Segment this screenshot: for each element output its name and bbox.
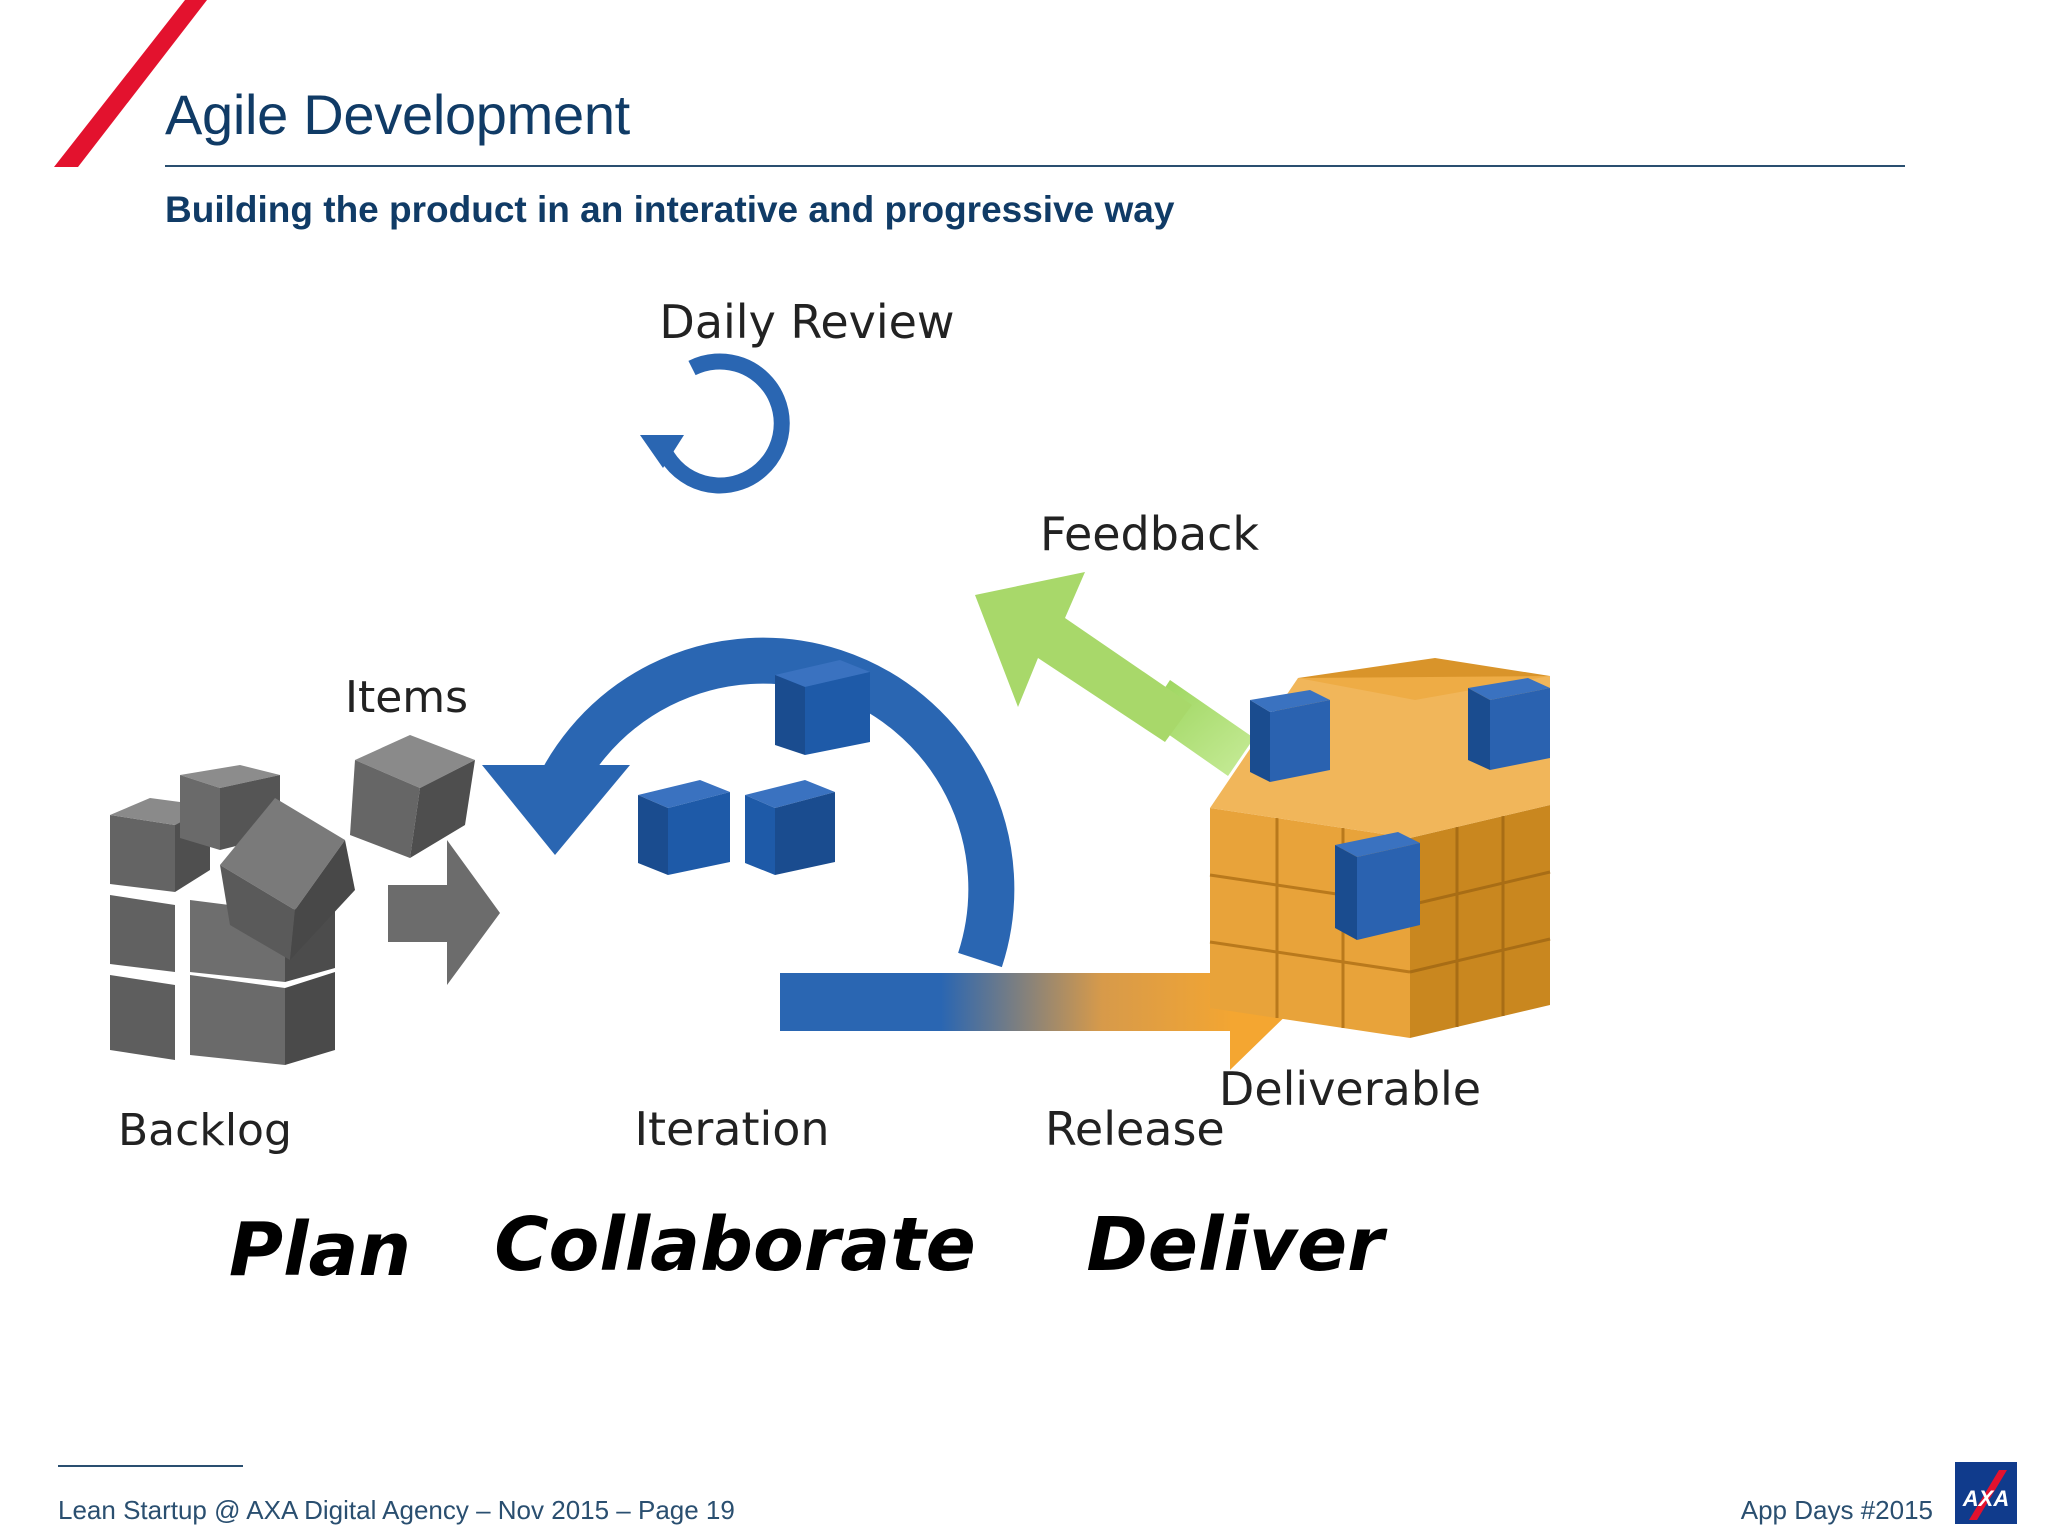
page-subtitle: Building the product in an interative an…	[165, 189, 1175, 230]
arrow-right-icon	[388, 840, 500, 985]
deliverable-cubes-icon	[1209, 658, 1551, 1038]
title-divider	[165, 165, 1905, 167]
footer-text: Lean Startup @ AXA Digital Agency – Nov …	[58, 1495, 735, 1525]
page-title: Agile Development	[165, 83, 630, 146]
feedback-arrow-icon	[975, 572, 1254, 776]
item-cube-icon	[350, 735, 475, 858]
release-label: Release	[1045, 1102, 1225, 1156]
phase-deliver: Deliver	[1086, 1202, 1388, 1288]
deliverable-label: Deliverable	[1219, 1062, 1481, 1116]
daily-review-label: Daily Review	[659, 295, 954, 349]
feedback-label: Feedback	[1040, 507, 1259, 561]
phase-collaborate: Collaborate	[494, 1202, 976, 1288]
agile-process-diagram: Items Backlog Daily Review Feedback Iter…	[110, 295, 1551, 1293]
event-label: App Days #2015	[1740, 1495, 1933, 1525]
iteration-cubes-icon	[638, 660, 870, 875]
items-label: Items	[345, 672, 468, 723]
axa-logo: AXA	[1955, 1462, 2017, 1524]
accent-slash	[54, 0, 207, 167]
backlog-label: Backlog	[118, 1105, 292, 1156]
daily-review-loop-icon	[652, 353, 790, 494]
axa-logo-text: AXA	[1962, 1486, 2009, 1511]
iteration-label: Iteration	[634, 1102, 829, 1156]
footer-divider	[58, 1465, 243, 1467]
backlog-cubes-icon	[110, 765, 355, 1065]
phase-plan: Plan	[229, 1207, 411, 1293]
